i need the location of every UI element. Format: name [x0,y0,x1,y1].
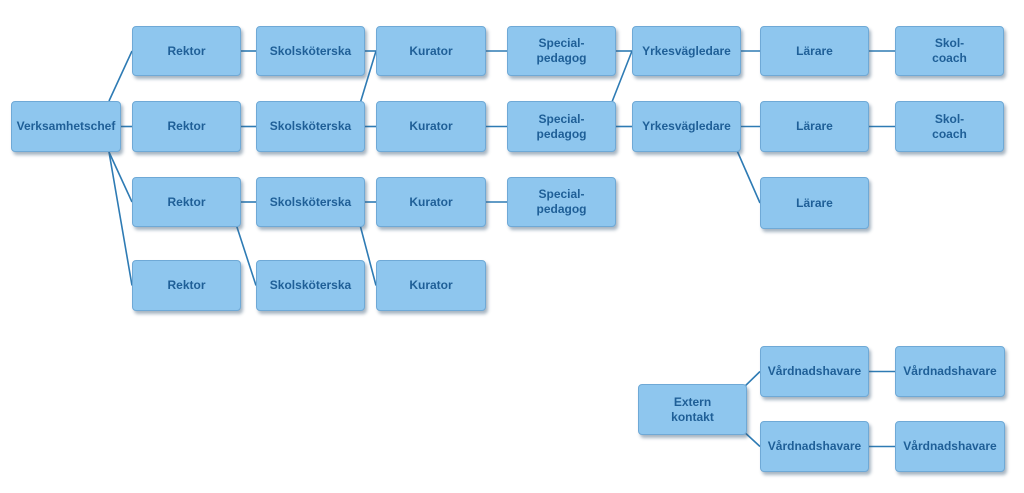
node-skolskoterska: Skolsköterska [256,26,365,76]
node-vardnadshavare: Vårdnadshavare [895,421,1005,472]
node-yrkesvagledare: Yrkesvägledare [632,26,741,76]
node-kurator: Kurator [376,260,486,311]
node-vardnadshavare: Vårdnadshavare [760,421,869,472]
node-rektor: Rektor [132,26,241,76]
node-yrkesvagledare: Yrkesvägledare [632,101,741,152]
node-kurator: Kurator [376,26,486,76]
connector-verksamhetschef-rektor_3 [108,151,133,203]
node-skolcoach: Skol- coach [895,26,1004,76]
node-specialpedagog: Special- pedagog [507,26,616,76]
connector-skolskoterska_3-kurator_4 [358,220,377,286]
node-rektor: Rektor [132,177,241,227]
node-skolskoterska: Skolsköterska [256,101,365,152]
connector-verksamhetschef-rektor_4 [108,151,133,286]
node-kurator: Kurator [376,101,486,152]
node-larare: Lärare [760,101,869,152]
node-extern-kontakt: Extern kontakt [638,384,747,435]
connector-verksamhetschef-rektor_1 [108,50,133,102]
connector-yrkesvagledare_2-larare_3 [734,145,761,204]
node-specialpedagog: Special- pedagog [507,101,616,152]
node-rektor: Rektor [132,260,241,311]
connector-rektor_3-skolskoterska_4 [234,220,257,286]
connector-specialpedagog_2-yrkesvagledare_1 [609,50,633,108]
node-larare: Lärare [760,26,869,76]
node-verksamhetschef: Verksamhetschef [11,101,121,152]
node-skolcoach: Skol- coach [895,101,1004,152]
node-skolskoterska: Skolsköterska [256,177,365,227]
node-vardnadshavare: Vårdnadshavare [895,346,1005,397]
node-vardnadshavare: Vårdnadshavare [760,346,869,397]
node-specialpedagog: Special- pedagog [507,177,616,227]
node-larare: Lärare [760,177,869,229]
node-rektor: Rektor [132,101,241,152]
node-kurator: Kurator [376,177,486,227]
node-skolskoterska: Skolsköterska [256,260,365,311]
connector-skolskoterska_2-kurator_1 [358,50,377,108]
